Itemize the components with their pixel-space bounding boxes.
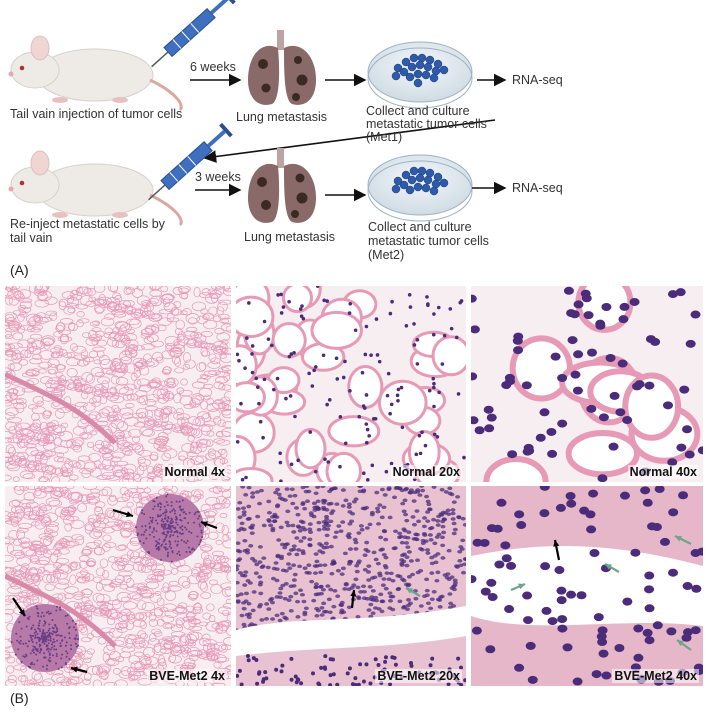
invasion-arrow: [350, 589, 357, 609]
cell-arrow: [604, 563, 620, 573]
tile-caption: BVE-Met2 4x: [147, 669, 227, 683]
tissue-image: [471, 286, 703, 482]
tile-caption: Normal 40x: [627, 465, 699, 479]
metastasis-arrow: [12, 597, 26, 617]
lungs-icon-row2: [248, 148, 316, 223]
row2-step-line1: Re-inject metastatic cells by: [10, 217, 165, 231]
row2-culture-line2: metastatic tumor cells: [368, 234, 489, 248]
cell-arrow: [405, 587, 421, 597]
cell-arrow: [510, 582, 526, 592]
row1-culture-line1: Collect and culture: [366, 104, 470, 118]
row1-culture-line3: (Met1): [366, 130, 403, 144]
culture-dish-icon-row1: [367, 41, 473, 109]
histology-tile-normal-40x: Normal 40x: [471, 286, 703, 482]
syringe-icon-row2: [148, 122, 233, 201]
tile-caption: Normal 4x: [162, 465, 227, 479]
row2-culture-line3: (Met2): [368, 248, 405, 262]
culture-dish-icon-row2: [367, 154, 473, 222]
row2-output-label: RNA-seq: [512, 181, 563, 195]
histology-tile-met2-4x: BVE-Met2 4x: [5, 486, 231, 686]
schematic-graphics: [8, 0, 507, 227]
row1-culture-line2: metastatic tumor cells: [366, 117, 487, 131]
lungs-icon-row1: [248, 30, 316, 105]
histology-tile-normal-20x: Normal 20x: [236, 286, 466, 482]
histology-tile-met2-20x: BVE-Met2 20x: [236, 486, 466, 686]
metastasis-arrow: [200, 520, 218, 530]
cell-arrow: [676, 639, 692, 651]
tissue-image: [471, 486, 703, 686]
row1-organ-label: Lung metastasis: [236, 110, 328, 124]
panel-letter-a: (A): [10, 262, 29, 278]
panel-letter-b: (B): [10, 690, 29, 706]
row2-interval-label: 3 weeks: [195, 170, 241, 184]
tile-caption: Normal 20x: [390, 465, 462, 479]
tile-caption: BVE-Met2 40x: [612, 669, 699, 683]
histology-tile-normal-4x: Normal 4x: [5, 286, 231, 482]
mouse-icon-row1: [8, 35, 183, 112]
row1-interval-label: 6 weeks: [190, 60, 236, 74]
row1-output-label: RNA-seq: [512, 73, 563, 87]
cell-arrow: [674, 535, 692, 545]
tissue-image: [5, 286, 231, 482]
tile-caption: BVE-Met2 20x: [375, 669, 462, 683]
row2-step-line2: tail vain: [10, 231, 53, 245]
metastasis-arrow: [70, 666, 88, 674]
row2-organ-label: Lung metastasis: [244, 230, 336, 244]
tissue-image: [236, 286, 466, 482]
metastasis-arrow: [112, 508, 134, 518]
row1-step-label: Tail vain injection of tumor cells: [10, 107, 183, 121]
invasion-arrow: [553, 539, 561, 561]
schematic-panel: Tail vain injection of tumor cells 6 wee…: [0, 0, 708, 285]
tissue-image: [5, 486, 231, 686]
mouse-icon-row2: [8, 150, 183, 227]
syringe-icon-row1: [151, 0, 236, 68]
histology-tile-met2-40x: BVE-Met2 40x: [471, 486, 703, 686]
row2-culture-line1: Collect and culture: [368, 220, 472, 234]
tissue-image: [236, 486, 466, 686]
